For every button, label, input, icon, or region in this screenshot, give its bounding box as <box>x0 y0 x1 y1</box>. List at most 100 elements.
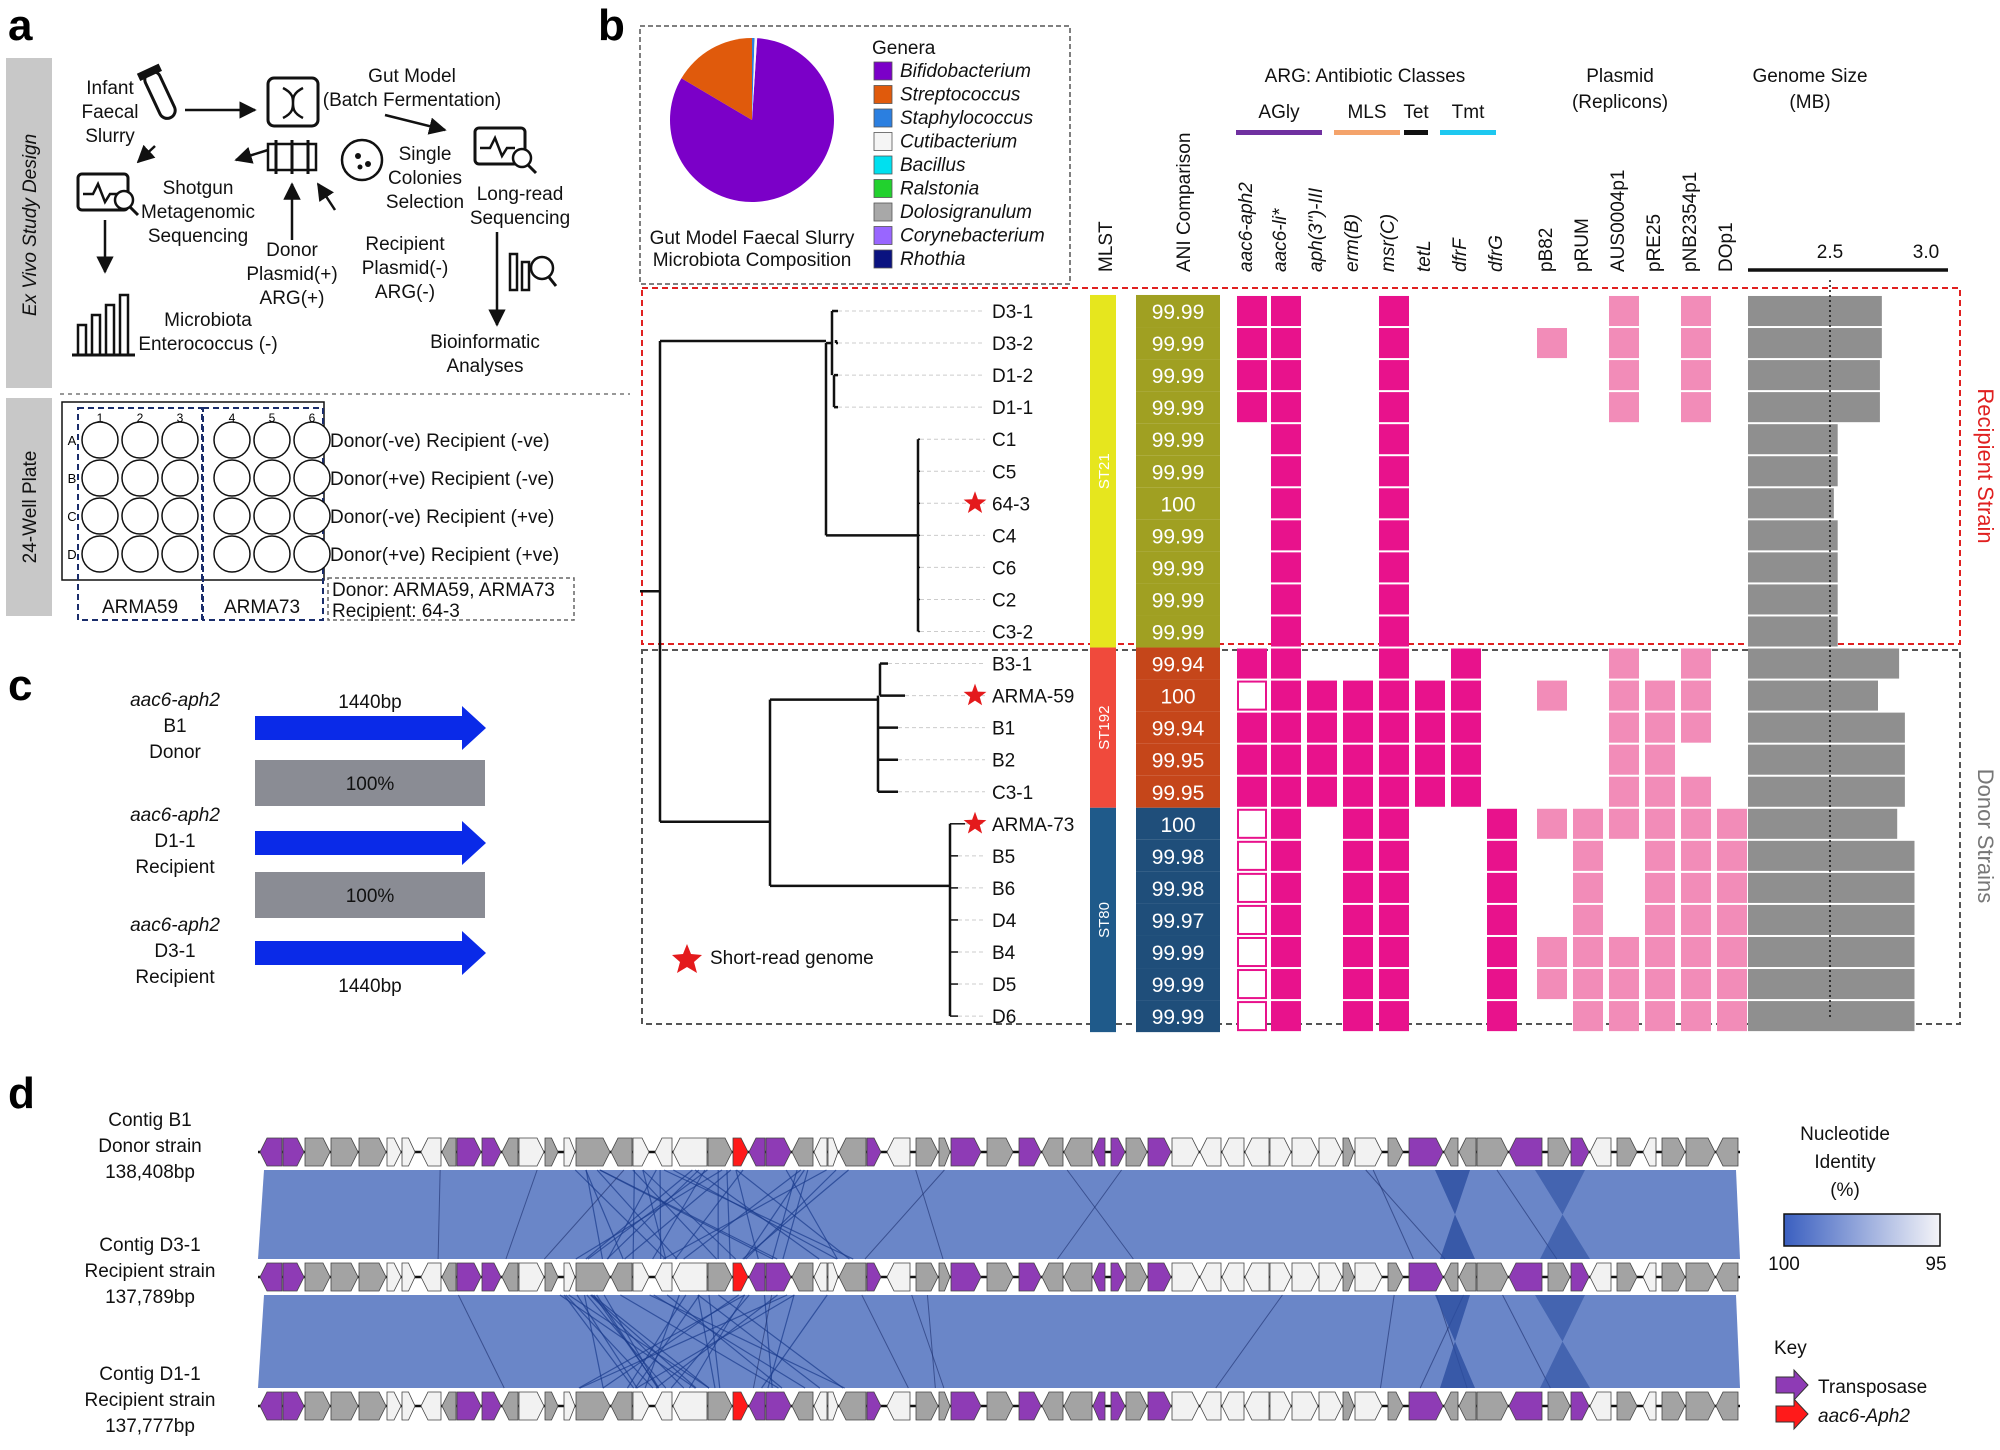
plasmid-present-cell <box>1681 936 1711 968</box>
arg-present-cell <box>1343 776 1373 807</box>
petri-dish-icon <box>340 138 384 182</box>
plasmid-present-cell <box>1609 360 1639 391</box>
strain-label: C1 <box>992 430 1016 451</box>
synteny-crossline <box>752 1294 773 1389</box>
cds-gene <box>886 1137 911 1167</box>
ani-value: 99.99 <box>1152 397 1205 420</box>
arg-present-cell <box>1343 808 1373 839</box>
replicon-header: AUS0004p1 <box>1608 170 1629 272</box>
plasmid-present-cell <box>1681 872 1711 903</box>
arg-title: ARG: Antibiotic Classes <box>1265 66 1466 87</box>
svg-text:Plasmid(-): Plasmid(-) <box>362 258 449 279</box>
synteny-crossline <box>1496 1169 1558 1260</box>
synteny-crossline <box>590 1294 685 1389</box>
ani-cell <box>1136 359 1220 392</box>
transposase-gene <box>1092 1262 1106 1292</box>
arrow-recipient-to-gut <box>316 182 337 211</box>
plasmid-present-cell <box>1573 808 1603 839</box>
cds-gene <box>544 1391 559 1421</box>
gene-arrow <box>255 706 486 750</box>
gut-model-icon <box>266 76 320 174</box>
synteny-crossline <box>1379 1294 1395 1389</box>
cds-gene <box>420 1262 442 1292</box>
synteny-crossline <box>915 1169 944 1260</box>
arg-present-cell <box>1451 744 1481 775</box>
arg-present-cell <box>1379 328 1409 359</box>
arrow-gut-to-shotgun <box>234 146 269 164</box>
transposase-gene <box>1570 1391 1590 1421</box>
synteny-crossline <box>767 1294 795 1389</box>
aac6-aph2-gene <box>732 1262 749 1292</box>
cds-gene <box>1685 1262 1716 1292</box>
plate-side-bar <box>6 398 52 616</box>
cds-gene <box>1354 1391 1383 1421</box>
cds-gene <box>610 1391 633 1421</box>
transposase-gene <box>1092 1137 1106 1167</box>
transposase-gene <box>950 1262 982 1292</box>
ani-cell <box>1136 839 1220 872</box>
pie-slice-staphylococcus <box>752 38 755 120</box>
synteny-crossline <box>1215 1294 1283 1389</box>
plate-well <box>161 497 199 535</box>
contig-length: 137,789bp <box>105 1287 195 1308</box>
arg-present-cell <box>1271 648 1301 679</box>
plasmid-present-cell <box>1645 904 1675 935</box>
cds-gene <box>330 1391 359 1421</box>
cds-gene <box>886 1262 911 1292</box>
transposase-gene <box>481 1137 502 1167</box>
synteny-crossline <box>620 1294 779 1389</box>
plate-wells <box>81 421 331 573</box>
transposase-gene <box>456 1391 482 1421</box>
gene-length-bottom: 1440bp <box>338 976 401 997</box>
arg-class-bar <box>1440 130 1496 135</box>
synteny-crossline <box>659 1169 662 1260</box>
short-read-legend: Short-read genome <box>672 944 874 973</box>
strain-label: B1 <box>992 719 1015 740</box>
synteny-crossline <box>574 1169 666 1260</box>
plasmid-present-cell <box>1609 808 1639 839</box>
synteny-crossline <box>632 1169 635 1260</box>
cds-gene <box>827 1391 839 1421</box>
plasmid-present-cell <box>1681 360 1711 391</box>
synteny-crossline <box>670 1294 750 1389</box>
arg-present-cell <box>1379 360 1409 391</box>
plate-condition-label: Donor(-ve) Recipient (+ve) <box>330 507 554 528</box>
transposase-gene <box>1110 1391 1126 1421</box>
plate-well <box>253 497 291 535</box>
arg-absent-cell <box>1237 840 1267 871</box>
plasmid-subtitle: (Replicons) <box>1572 92 1668 113</box>
transposase-gene <box>950 1137 982 1167</box>
synteny-crossline <box>587 1169 708 1260</box>
cds-gene <box>1642 1262 1657 1292</box>
strain-label: D6 <box>992 1007 1016 1028</box>
arg-present-cell <box>1307 744 1337 775</box>
cds-gene <box>386 1137 402 1167</box>
plate-row-label: C <box>67 509 76 524</box>
synteny-crossline <box>642 1169 737 1260</box>
genome-size-bar <box>1748 808 1898 839</box>
plasmid-present-cell <box>1717 936 1747 968</box>
cds-gene <box>1642 1137 1657 1167</box>
transposase-gene <box>765 1391 792 1421</box>
ani-value: 99.97 <box>1152 910 1205 933</box>
ani-value: 99.95 <box>1152 782 1205 805</box>
cds-gene <box>544 1137 559 1167</box>
plasmid-present-cell <box>1717 872 1747 903</box>
cds-gene <box>1547 1391 1571 1421</box>
ani-cell <box>1136 871 1220 904</box>
cds-gene <box>575 1391 611 1421</box>
genera-label: Dolosigranulum <box>900 202 1032 223</box>
cds-gene <box>1661 1262 1686 1292</box>
synteny-crossline <box>602 1294 740 1389</box>
arg-class-label: AGly <box>1258 102 1300 123</box>
key-title: Key <box>1774 1338 1807 1359</box>
ani-cell <box>1136 583 1220 616</box>
gene-comparison: aac6-aph2B1Donoraac6-aph2D1-1Recipientaa… <box>130 690 486 997</box>
cds-gene <box>1171 1262 1200 1292</box>
cds-gene <box>563 1262 576 1292</box>
transposase-gene <box>1508 1137 1543 1167</box>
shotgun-icon <box>76 172 140 217</box>
svg-text:Analyses: Analyses <box>446 356 523 377</box>
plate-col-label: 1 <box>97 411 104 425</box>
